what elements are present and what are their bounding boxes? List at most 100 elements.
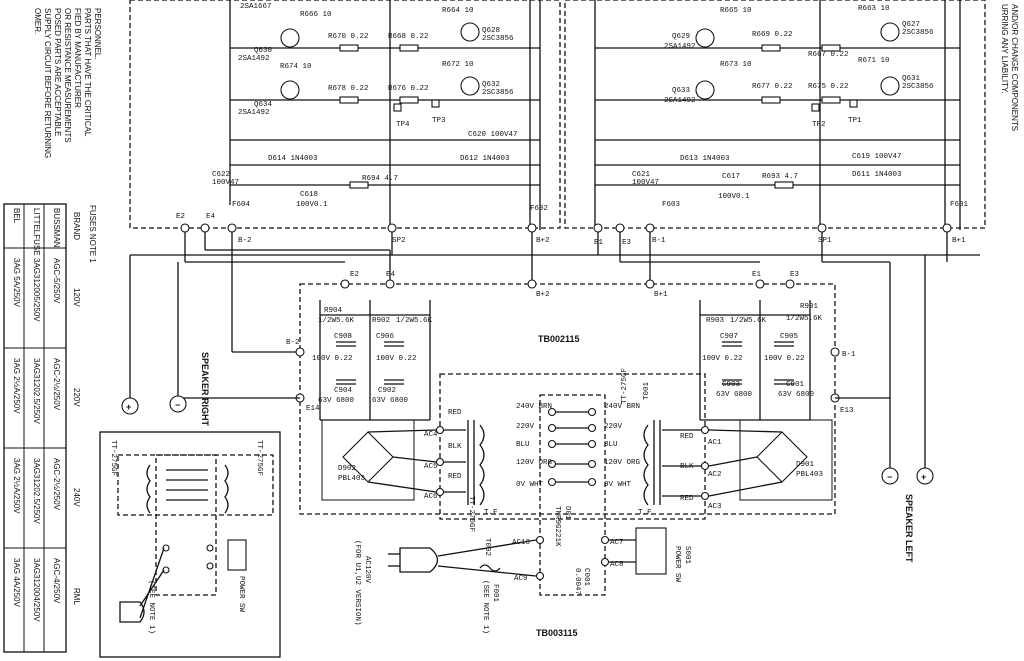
note-line-5: POSED PARTS ARE ACCEPTABLE	[53, 8, 62, 137]
note-line-7: OMER.	[33, 8, 42, 34]
transformer-section: 240V BRN 220V BLU 120V ORG 0V WHT 240V B…	[353, 368, 783, 638]
pin-label: 0V WHT	[604, 481, 632, 489]
part-label: 63V 6800	[318, 397, 355, 405]
part-label: TNR9G221K	[553, 506, 561, 547]
connector-pin	[587, 423, 597, 433]
part-label: C901	[786, 381, 805, 389]
svg-text:−: −	[887, 472, 892, 482]
pin-label: 240V BRN	[604, 403, 640, 411]
node-b-2-board	[295, 347, 305, 357]
fuse-cell: AGC-2½/250V	[52, 358, 61, 411]
fuse-hdr-220: 220V	[72, 388, 81, 407]
connector-pin	[587, 407, 597, 417]
part-label: C902	[378, 387, 396, 395]
node-b+2-board	[527, 279, 537, 289]
node-ac8	[600, 557, 610, 567]
part-label: F602	[530, 205, 548, 213]
resistor-symbol	[339, 96, 359, 104]
part-label: E3	[622, 239, 632, 247]
resistor-symbol	[349, 181, 369, 189]
inset-node	[162, 544, 170, 552]
part-label: F604	[232, 201, 251, 209]
test-point-tp3	[431, 99, 440, 108]
node-e2	[180, 223, 190, 233]
part-label: E1	[752, 271, 762, 279]
part-label: TP4	[396, 121, 410, 129]
part-label: E13	[840, 407, 854, 415]
inset-label: (SEE NOTE 1)	[147, 580, 155, 634]
part-label: C617	[722, 173, 740, 181]
part-label: C621	[632, 171, 651, 179]
part-label: TP3	[432, 117, 446, 125]
fuse-cell: AGC-2½/250V	[52, 458, 61, 511]
part-label: C622	[212, 171, 230, 179]
inset-plug	[119, 601, 145, 623]
resistor-symbol	[399, 96, 419, 104]
part-label: 100V47	[632, 179, 659, 187]
node-ac4	[435, 425, 445, 435]
part-label: R667 0.22	[808, 51, 849, 59]
part-label: 63V 6800	[778, 391, 815, 399]
node-ac7	[600, 535, 610, 545]
node-ac2	[700, 461, 710, 471]
part-label: 1/2W5.6K	[318, 317, 355, 325]
part-label: D611 1N4003	[852, 171, 902, 179]
part-label: C619 100V47	[852, 153, 902, 161]
svg-text:−: −	[175, 400, 180, 410]
node-e4	[200, 223, 210, 233]
node-e1	[593, 223, 603, 233]
part-label: (SEE NOTE 1)	[481, 580, 489, 634]
part-label: F601	[950, 201, 969, 209]
part-label: B-1	[652, 237, 666, 245]
pin-label: RED	[680, 495, 694, 503]
pin-label: 120V ORG	[604, 459, 641, 467]
part-label: R901	[800, 303, 819, 311]
part-label: TP1	[848, 117, 862, 125]
part-label: 2SA1492	[664, 97, 696, 105]
resistor-symbol	[339, 44, 359, 52]
node-sp2	[387, 223, 397, 233]
fuse-cell: AGC-4/250V	[52, 558, 61, 604]
board-label-tb002115: TB002115	[538, 334, 580, 344]
part-label: B-1	[842, 351, 856, 359]
pin-label: BLK	[680, 463, 694, 471]
svg-text:+: +	[921, 472, 926, 482]
part-label: B+1	[654, 291, 668, 299]
inset-node	[206, 544, 214, 552]
part-label: R663 10	[858, 5, 890, 13]
inset-power-switch	[227, 539, 247, 571]
node-ac5	[435, 457, 445, 467]
pin-label: AC9	[514, 575, 528, 583]
part-label: 100V0.1	[718, 193, 750, 201]
speaker-right-plus-terminal	[121, 397, 139, 415]
pin-label: 240V BRN	[516, 403, 552, 411]
part-label: S001	[683, 546, 691, 565]
speaker-left-label: SPEAKER LEFT	[904, 494, 914, 563]
part-label: E2	[350, 271, 359, 279]
left-notes: PERSONNEL. PARTS THAT HAVE THE CRITICAL …	[33, 8, 102, 158]
test-point-tp1	[849, 99, 858, 108]
node-b-1-board	[645, 279, 655, 289]
part-label: D612 1N4003	[460, 155, 510, 163]
top-left-output-stage: 2SA1667 R666 10 R664 10 R670 0.22 R668 0…	[129, 0, 561, 245]
part-label: R675 0.22	[808, 83, 849, 91]
note-line-4: OR RESISTANCE MEASUREMENTS	[63, 8, 72, 143]
part-label: R669 0.22	[752, 31, 793, 39]
transistor-symbol	[695, 80, 715, 100]
pin-label: BLK	[448, 443, 462, 451]
ac-plug-symbol	[399, 547, 439, 573]
fuse-cell: 3AG31202.5/250V	[32, 458, 41, 524]
fuse-hdr-rml: RML	[72, 588, 81, 605]
part-label: D613 1N4003	[680, 155, 730, 163]
fuse-cell: LITTELFUSE	[32, 208, 41, 256]
part-label: E4	[386, 271, 396, 279]
node-e1-board	[755, 279, 765, 289]
note-line-1: PERSONNEL.	[93, 8, 102, 60]
part-label: E2	[176, 213, 185, 221]
pin-label: AC6	[424, 493, 438, 501]
resistor-symbol	[774, 181, 794, 189]
part-label: TP2	[812, 121, 826, 129]
part-label: POWER SW	[673, 546, 681, 583]
